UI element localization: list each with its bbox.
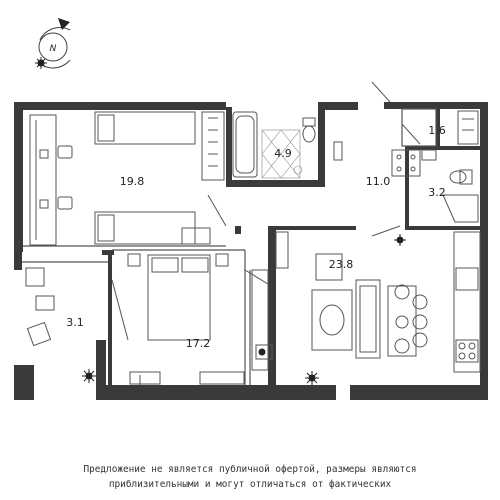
compass-label: N: [50, 44, 57, 54]
balcony-furniture-icon: [25, 267, 55, 347]
bed-icon: [29, 111, 196, 246]
door-icon: [111, 269, 273, 360]
wardrobe-icon: [201, 111, 225, 181]
shelves-icon: [457, 110, 479, 145]
desk-chair-icon: [39, 145, 73, 210]
room-area-bedroom-main: 17.2: [186, 337, 211, 350]
room-area-storage: 1.6: [428, 124, 446, 137]
room-area-bedroom-left: 19.8: [120, 175, 145, 188]
kitchen-counter-icon: [453, 231, 481, 373]
disclaimer-line-2: приблизительными и могут отличаться от ф…: [108, 479, 392, 490]
toilet-icon: [302, 117, 343, 161]
room-area-toilet: 3.2: [428, 186, 446, 199]
room-area-balcony: 3.1: [66, 316, 84, 329]
disclaimer-line-1: Предложение не является публичной оферто…: [83, 464, 417, 475]
bathtub-icon: [232, 111, 258, 178]
compass-icon: N: [35, 18, 71, 69]
floor-plan: N: [14, 18, 488, 400]
room-area-hallway: 11.0: [366, 175, 391, 188]
wardrobe-icon: [251, 231, 289, 371]
door-icon: [371, 81, 421, 237]
toilet-icon: [421, 149, 479, 223]
door-icon: [181, 194, 227, 245]
interior-lines: [22, 108, 437, 385]
bed-icon: [127, 253, 229, 341]
room-area-living-kitchen: 23.8: [329, 258, 354, 271]
wardrobe-icon: [129, 371, 245, 385]
dining-table-icon: [387, 284, 428, 357]
sun-icon: [35, 57, 47, 69]
walls: [14, 102, 488, 400]
sofa-icon: [311, 253, 381, 359]
plant-icon: [82, 234, 406, 385]
disclaimer: Предложение не является публичной оферто…: [0, 462, 500, 492]
shower-tiles: [261, 129, 303, 179]
room-area-bathroom: 4.9: [274, 147, 292, 160]
